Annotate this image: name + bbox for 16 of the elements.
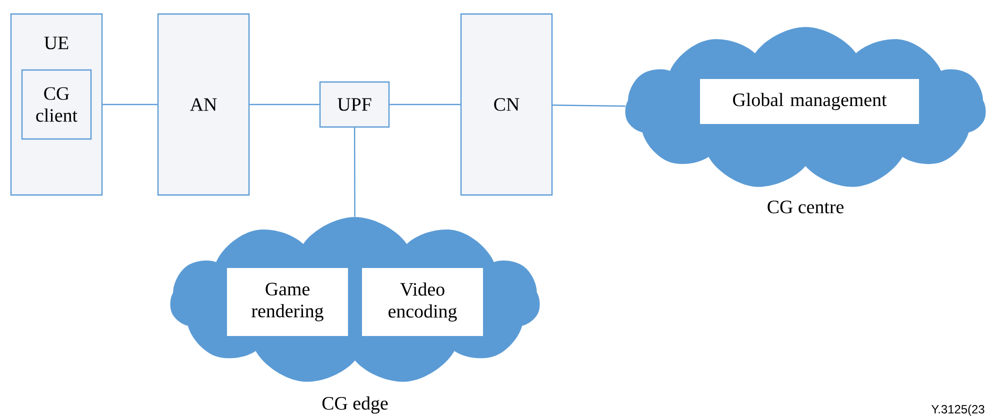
network-box: AN [157, 13, 250, 196]
cloud-caption: CG edge [322, 396, 388, 414]
network-box: CN [460, 13, 553, 196]
component-box: Game rendering [227, 268, 348, 336]
client-box: CG client [21, 69, 92, 140]
component-box: Global management [700, 79, 920, 124]
network-box: UPF [319, 81, 390, 128]
connector-line [552, 104, 626, 107]
figure-number: Y.3125(23 [931, 404, 984, 416]
cloud-caption: CG centre [768, 200, 844, 214]
connector-line [354, 128, 356, 217]
connector-line [390, 104, 460, 106]
connector-line [250, 104, 320, 106]
component-box: Video encoding [362, 268, 484, 336]
connector-line [102, 104, 158, 106]
node-label: Global management [733, 92, 887, 110]
